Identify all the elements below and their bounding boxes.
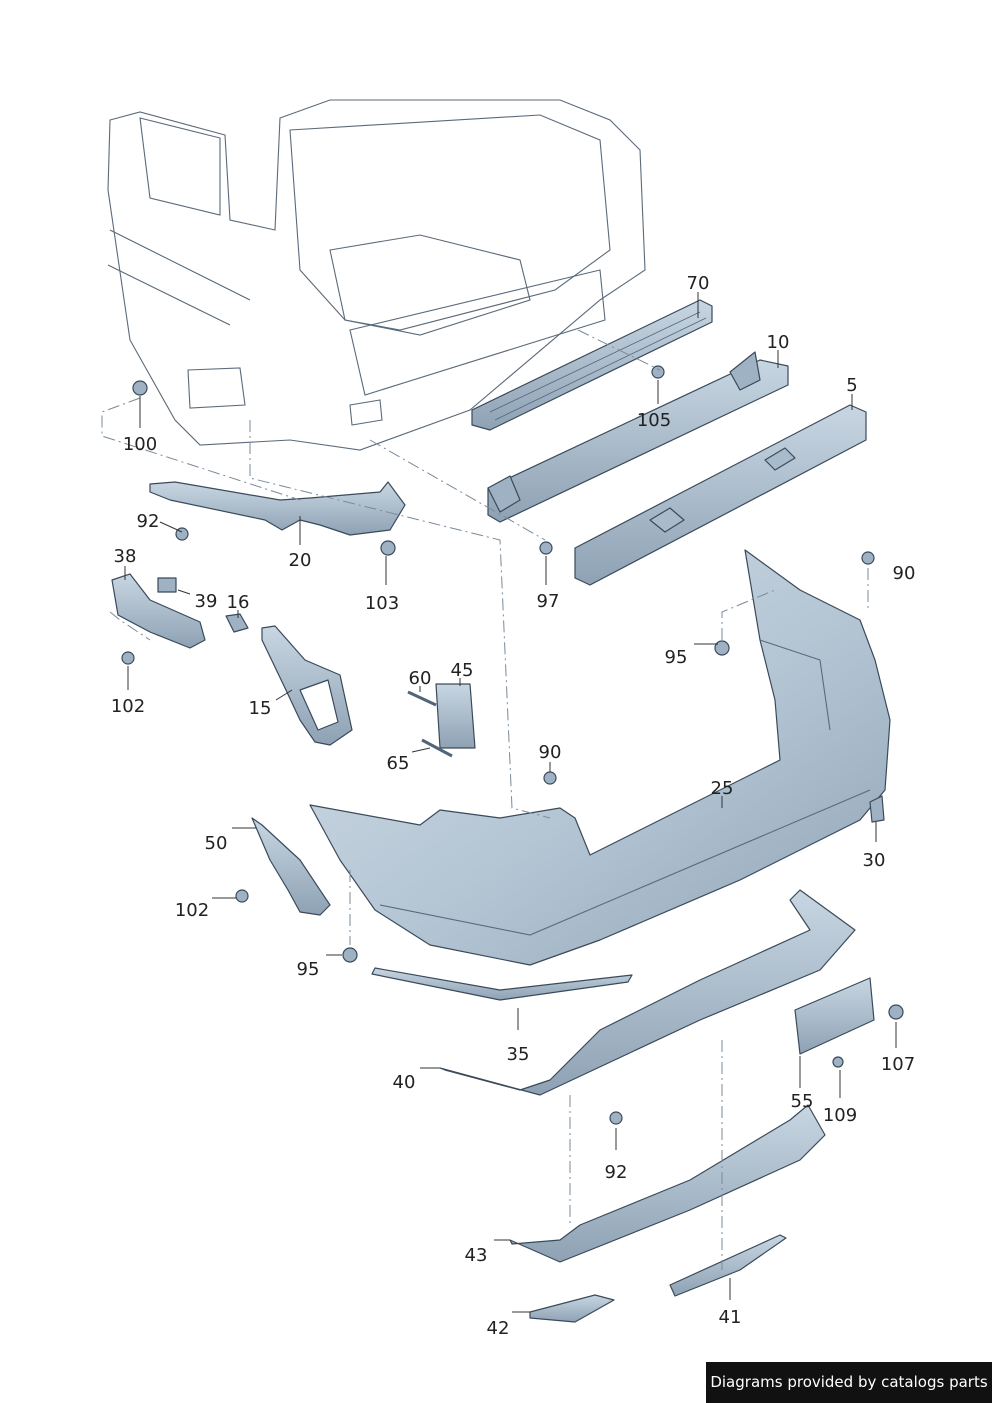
part-5-foam-absorber xyxy=(574,404,867,586)
label-100: 100 xyxy=(123,434,157,455)
label-25: 25 xyxy=(711,778,734,799)
car-body-rear xyxy=(107,99,646,451)
label-95-lower: 95 xyxy=(297,959,320,980)
label-15: 15 xyxy=(249,698,272,719)
label-103: 103 xyxy=(365,593,399,614)
clip-95-upper xyxy=(714,640,730,656)
label-41: 41 xyxy=(719,1307,742,1328)
screw-92-lower xyxy=(609,1111,623,1125)
label-105: 105 xyxy=(637,410,671,431)
label-70: 70 xyxy=(687,273,710,294)
label-5: 5 xyxy=(846,375,857,396)
nut-103 xyxy=(380,540,396,556)
label-60: 60 xyxy=(409,668,432,689)
part-10-reinforcement-bar xyxy=(487,351,789,523)
clip-95-lower xyxy=(342,947,358,963)
part-65-strip xyxy=(421,738,453,758)
part-41-trim-insert xyxy=(669,1234,787,1297)
label-39: 39 xyxy=(195,591,218,612)
screw-100 xyxy=(132,380,148,396)
label-102-upper: 102 xyxy=(111,696,145,717)
screw-90-upper xyxy=(861,551,875,565)
part-20-bracket xyxy=(149,481,406,536)
part-38-side-bracket xyxy=(111,573,206,649)
label-50: 50 xyxy=(205,833,228,854)
assembly-lines xyxy=(101,329,869,1270)
leader-lines xyxy=(124,292,897,1313)
label-42: 42 xyxy=(487,1318,510,1339)
screw-102-upper xyxy=(121,651,135,665)
label-16: 16 xyxy=(227,592,250,613)
part-39-clip xyxy=(157,577,177,593)
label-109: 109 xyxy=(823,1105,857,1126)
part-25-bumper-cover xyxy=(309,549,891,966)
part-15-frame-bracket xyxy=(261,625,353,746)
label-38: 38 xyxy=(114,546,137,567)
screw-90-lower xyxy=(543,771,557,785)
label-43: 43 xyxy=(465,1245,488,1266)
label-40: 40 xyxy=(393,1072,416,1093)
part-60-strip xyxy=(407,690,437,707)
label-65: 65 xyxy=(387,753,410,774)
label-107: 107 xyxy=(881,1054,915,1075)
part-16-clip xyxy=(225,613,249,633)
label-20: 20 xyxy=(289,550,312,571)
part-42-small-trim xyxy=(529,1294,615,1323)
credit-banner: Diagrams provided by catalogs parts xyxy=(706,1362,992,1403)
part-50-mudguard xyxy=(251,817,331,916)
nut-105 xyxy=(651,365,665,379)
part-30-cap xyxy=(869,795,885,823)
label-92-upper: 92 xyxy=(137,511,160,532)
screw-107 xyxy=(888,1004,904,1020)
label-35: 35 xyxy=(507,1044,530,1065)
part-55-plate-holder xyxy=(794,977,875,1055)
part-43-lower-panel xyxy=(509,1104,826,1263)
label-92-lower: 92 xyxy=(605,1162,628,1183)
label-102-lower: 102 xyxy=(175,900,209,921)
clip-109 xyxy=(832,1056,844,1068)
part-70-absorber xyxy=(471,299,713,431)
label-90-lower: 90 xyxy=(539,742,562,763)
screw-97 xyxy=(539,541,553,555)
part-35-trim-strip xyxy=(371,967,633,1001)
label-97: 97 xyxy=(537,591,560,612)
label-45: 45 xyxy=(451,660,474,681)
label-10: 10 xyxy=(767,332,790,353)
part-40-diffuser xyxy=(439,889,856,1096)
part-45-pad xyxy=(435,683,476,749)
label-55: 55 xyxy=(791,1091,814,1112)
label-30: 30 xyxy=(863,850,886,871)
label-95-upper: 95 xyxy=(665,647,688,668)
screw-102-lower xyxy=(235,889,249,903)
part-labels: 70 10 5 105 100 92 20 103 97 90 38 39 16… xyxy=(111,273,916,1339)
label-90-upper: 90 xyxy=(893,563,916,584)
fasteners xyxy=(121,365,904,1125)
